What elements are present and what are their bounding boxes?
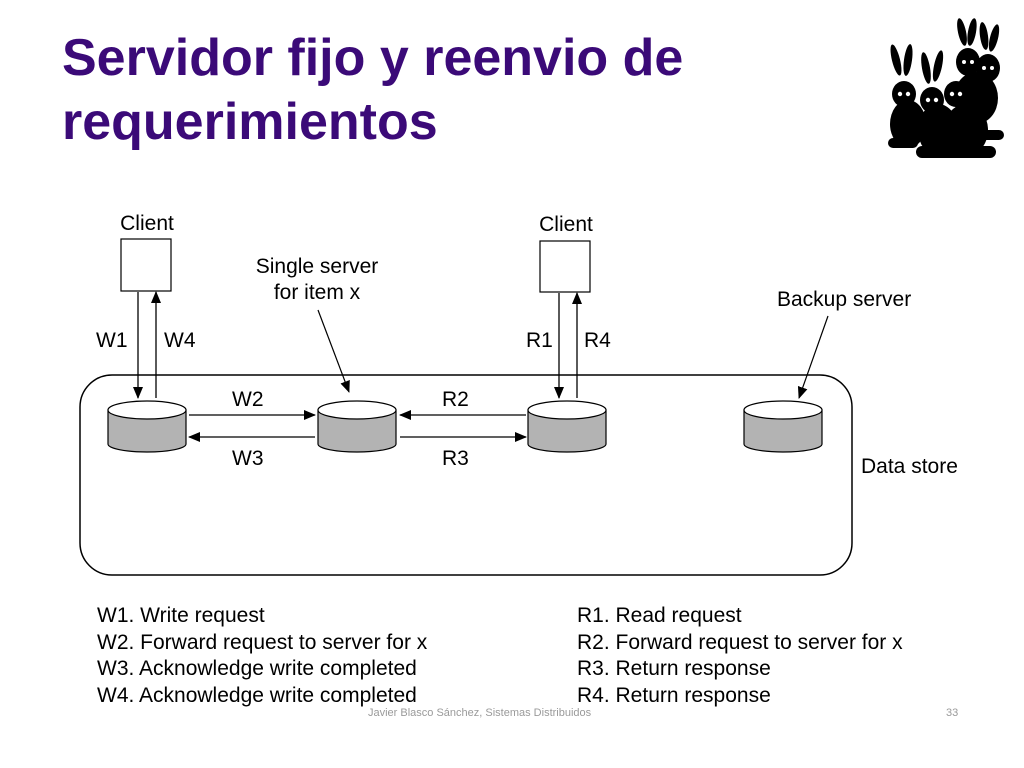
read-legend: R1. Read request R2. Forward request to … (577, 603, 903, 709)
label-w4: W4 (164, 329, 196, 352)
server-cylinder (107, 400, 187, 453)
page-number: 33 (946, 707, 959, 719)
legend-item: W1. Write request (97, 604, 265, 627)
write-legend: W1. Write request W2. Forward request to… (97, 603, 427, 709)
slide-title-line-1: Servidor fijo y reenvio de (62, 29, 684, 87)
data-store-label: Data store (861, 455, 958, 478)
legend-item: R3. Return response (577, 657, 771, 680)
data-store-boundary (79, 374, 853, 576)
client-left-label: Client (120, 212, 174, 235)
legend-item: R1. Read request (577, 604, 742, 627)
slide-title-line-2: requerimientos (62, 93, 438, 151)
footer-author: Javier Blasco Sánchez, Sistemas Distribu… (368, 707, 592, 719)
client-right-label: Client (539, 213, 593, 236)
label-r3: R3 (442, 447, 469, 470)
client-right-box (539, 240, 591, 293)
rabbits-group-icon (888, 18, 1004, 158)
server-cylinder (527, 400, 607, 453)
client-left-box (120, 238, 172, 292)
slide-title: Servidor fijo y reenvio de requerimiento… (62, 26, 683, 154)
backup-server-label: Backup server (777, 288, 911, 311)
legend-item: R2. Forward request to server for x (577, 630, 903, 654)
backup-server-callout-arrow (797, 315, 829, 399)
backup-server-cylinder (743, 400, 823, 453)
label-r1: R1 (526, 329, 553, 352)
label-w1: W1 (96, 329, 128, 352)
single-server-callout-arrow (317, 309, 350, 393)
label-w2: W2 (232, 388, 264, 411)
legend-item: W3. Acknowledge write completed (97, 657, 417, 680)
legend-item: R4. Return response (577, 683, 771, 707)
single-server-label-line-1: Single server (256, 255, 379, 278)
single-server-label-line-2: for item x (274, 281, 361, 304)
label-w3: W3 (232, 447, 264, 470)
label-r2: R2 (442, 388, 469, 411)
legend-item: W2. Forward request to server for x (97, 630, 428, 654)
legend-item: W4. Acknowledge write completed (97, 683, 417, 707)
label-r4: R4 (584, 329, 611, 352)
single-server-cylinder (317, 400, 397, 453)
